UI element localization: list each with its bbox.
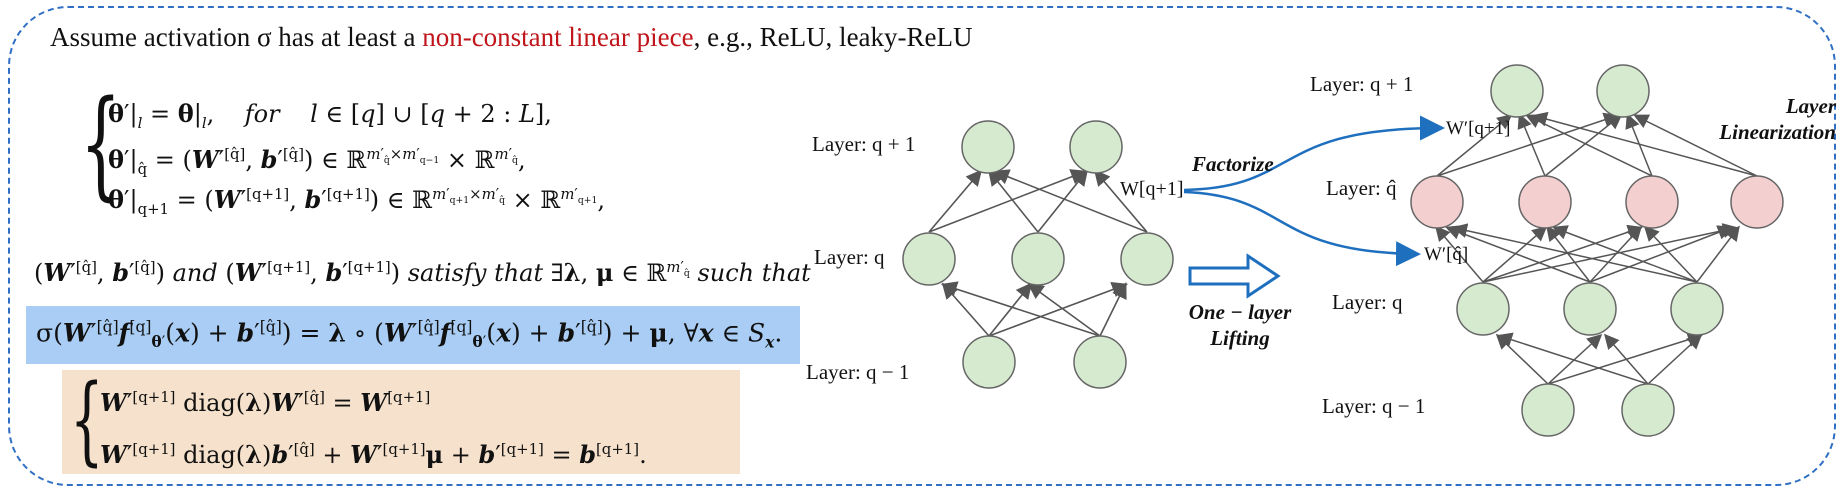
left-layer-label-mid: Layer: q <box>814 245 885 269</box>
headline-suffix: , e.g., ReLU, leaky-ReLU <box>693 22 973 52</box>
right-node-hat-4 <box>1730 175 1784 229</box>
system1-line-1: θ′|l = θ|l, for l ∈ [q] ∪ [q + 2 : L], <box>108 99 552 132</box>
linearization-label-line-2: Linearization <box>1719 120 1836 144</box>
left-node-mid-3 <box>1120 232 1174 286</box>
lifting-label-line-2: Lifting <box>1210 326 1270 350</box>
left-network-edges <box>928 169 1148 337</box>
right-node-mid-2 <box>1563 282 1617 336</box>
right-layer-label-top: Layer: q + 1 <box>1310 72 1414 96</box>
left-weight-label: W[q+1] <box>1120 178 1184 200</box>
headline-prefix: Assume activation σ has at least a <box>50 22 423 52</box>
left-node-bot-2 <box>1073 335 1127 389</box>
linearization-label-line-1: Layer <box>1785 94 1836 118</box>
left-node-top-1 <box>961 120 1015 174</box>
left-layer-label-bot: Layer: q − 1 <box>806 360 910 384</box>
system2-equations: W′[q+1] diag(λ)W′[q̂] = W[q+1] W′[q+1] d… <box>100 374 647 478</box>
system1-line-3: θ′|q+1 = (W′[q+1], b′[q+1]) ∈ ℝm′q+1×m′q… <box>108 185 605 218</box>
left-layer-label-top: Layer: q + 1 <box>812 132 916 156</box>
system1-brace: { <box>80 74 122 212</box>
right-layer-label-bot: Layer: q − 1 <box>1322 394 1426 418</box>
right-node-mid-3 <box>1670 282 1724 336</box>
right-layer-label-hat: Layer: q̂ <box>1326 176 1397 200</box>
left-node-bot-1 <box>962 335 1016 389</box>
lifting-label-line-1: One − layer <box>1188 300 1292 324</box>
factorize-curve-upper <box>1183 115 1445 192</box>
highlight-box-orange <box>62 370 740 474</box>
left-node-mid-1 <box>902 232 956 286</box>
right-node-bot-2 <box>1621 383 1675 437</box>
system1-line-2: θ′|q̂ = (W′[q̂], b′[q̂]) ∈ ℝm′q̂×m′q−1 ×… <box>108 145 526 178</box>
right-node-top-2 <box>1596 64 1650 118</box>
left-node-mid-2 <box>1011 232 1065 286</box>
right-weight-label-lower: W′[q̂] <box>1424 244 1469 265</box>
headline: Assume activation σ has at least a non-c… <box>50 22 973 53</box>
system2-line-2: W′[q+1] diag(λ)b′[q̂] + W′[q+1]μ + b′[q+… <box>100 440 647 469</box>
left-node-top-2 <box>1069 120 1123 174</box>
highlight-box-blue <box>26 306 800 364</box>
factorize-label: Factorize <box>1192 152 1274 176</box>
system1-equations: θ′|l = θ|l, for l ∈ [q] ∪ [q + 2 : L], θ… <box>108 94 605 218</box>
right-weight-label-upper: W′[q+1] <box>1446 118 1511 139</box>
headline-highlight: non-constant linear piece <box>422 22 694 52</box>
lifting-arrow <box>1188 253 1281 299</box>
factorize-curve-lower <box>1183 190 1421 267</box>
right-node-mid-1 <box>1456 282 1510 336</box>
right-node-top-1 <box>1490 64 1544 118</box>
system2-line-1: W′[q+1] diag(λ)W′[q̂] = W[q+1] <box>100 388 431 417</box>
satisfy-line: (W′[q̂], b′[q̂]) and (W′[q+1], b′[q+1]) … <box>34 258 811 287</box>
right-node-hat-3 <box>1625 175 1679 229</box>
right-node-hat-2 <box>1518 175 1572 229</box>
right-network-edges <box>1435 111 1758 385</box>
highlighted-equation: σ(W′[q̂]f[q]θ′(x) + b′[q̂]) = λ ∘ (W′[q̂… <box>36 318 783 352</box>
right-node-hat-1 <box>1410 175 1464 229</box>
right-layer-label-mid: Layer: q <box>1332 290 1403 314</box>
dashed-border-frame <box>8 6 1836 486</box>
system2-brace: { <box>70 364 104 476</box>
right-node-bot-1 <box>1521 383 1575 437</box>
